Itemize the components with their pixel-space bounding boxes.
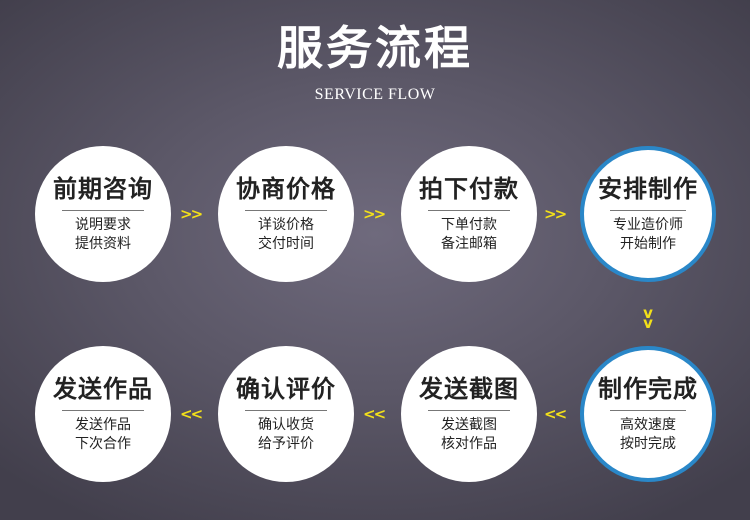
step-send-work: 发送作品 发送作品 下次合作	[35, 346, 171, 482]
step-divider	[245, 210, 327, 211]
step-payment: 拍下付款 下单付款 备注邮箱	[401, 146, 537, 282]
step-consult: 前期咨询 说明要求 提供资料	[35, 146, 171, 282]
flow-arrow-right: >>	[544, 205, 567, 223]
step-divider	[62, 410, 144, 411]
step-title: 确认评价	[236, 375, 336, 403]
step-title: 发送截图	[419, 375, 519, 403]
step-detail: 下单付款	[441, 217, 497, 233]
step-title: 协商价格	[236, 175, 336, 203]
step-detail: 专业造价师	[613, 217, 683, 233]
step-detail: 给予评价	[258, 436, 314, 452]
step-divider	[609, 210, 687, 211]
step-divider	[428, 210, 510, 211]
step-title: 发送作品	[53, 375, 153, 403]
page-title: 服务流程	[277, 21, 473, 75]
step-detail: 下次合作	[75, 436, 131, 452]
flow-arrow-down: v	[643, 314, 653, 332]
step-detail: 交付时间	[258, 236, 314, 252]
page-subtitle: SERVICE FLOW	[314, 86, 436, 103]
step-send-screenshot: 发送截图 发送截图 核对作品	[401, 346, 537, 482]
step-production-complete: 制作完成 高效速度 按时完成	[580, 346, 716, 482]
step-detail: 按时完成	[620, 436, 676, 452]
step-confirm-review: 确认评价 确认收货 给予评价	[218, 346, 354, 482]
step-divider	[609, 410, 687, 411]
flow-arrow-right: >>	[180, 205, 203, 223]
flow-arrow-right: >>	[363, 205, 386, 223]
step-divider	[428, 410, 510, 411]
step-detail: 核对作品	[441, 436, 497, 452]
step-detail: 发送截图	[441, 417, 497, 433]
step-detail: 详谈价格	[258, 217, 314, 233]
step-detail: 高效速度	[620, 417, 676, 433]
step-detail: 说明要求	[75, 217, 131, 233]
step-detail: 确认收货	[258, 417, 314, 433]
step-negotiate-price: 协商价格 详谈价格 交付时间	[218, 146, 354, 282]
step-detail: 提供资料	[75, 236, 131, 252]
flow-arrow-down: v	[643, 304, 653, 322]
step-title: 安排制作	[598, 175, 698, 203]
step-detail: 备注邮箱	[441, 236, 497, 252]
step-title: 拍下付款	[419, 175, 519, 203]
flow-arrow-left: <<	[363, 405, 386, 423]
flow-arrow-left: <<	[180, 405, 203, 423]
flow-arrow-left: <<	[544, 405, 567, 423]
step-detail: 开始制作	[620, 236, 676, 252]
step-title: 前期咨询	[53, 175, 153, 203]
step-divider	[245, 410, 327, 411]
step-title: 制作完成	[598, 375, 698, 403]
step-arrange-production: 安排制作 专业造价师 开始制作	[580, 146, 716, 282]
step-divider	[62, 210, 144, 211]
step-detail: 发送作品	[75, 417, 131, 433]
